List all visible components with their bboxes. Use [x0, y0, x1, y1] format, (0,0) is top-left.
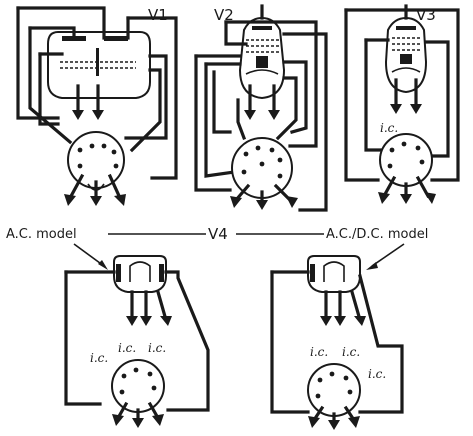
v4-acdc-ic-3: i.c.	[368, 367, 386, 381]
v1-wire-b	[16, 6, 106, 40]
v1-base	[67, 131, 125, 189]
v4-ac-wire-a	[64, 270, 102, 406]
v2-cathode	[256, 56, 268, 68]
v3-wire-b	[344, 8, 460, 182]
valve-v3: V3 i.c.	[344, 4, 460, 204]
v3-ic-note: i.c.	[380, 121, 398, 135]
v1-wire-h	[129, 68, 162, 153]
v2-heater-leads	[248, 84, 276, 114]
v4-ac-leads	[130, 290, 168, 322]
v3-base	[379, 133, 433, 187]
v4-ac-wire-b	[164, 270, 210, 412]
v4-header: A.C. model V4 A.C./D.C. model	[6, 225, 428, 270]
v3-wire-d	[424, 40, 450, 158]
v3-heater-leads	[394, 78, 418, 108]
acdc-model-label: A.C./D.C. model	[326, 227, 428, 242]
v2-wire-b	[282, 32, 328, 212]
v1-label: V1	[148, 6, 168, 24]
v4-acdc-wire-b	[358, 274, 404, 414]
v4-acdc-ic-2: i.c.	[342, 345, 360, 359]
acdc-pointer	[371, 243, 405, 267]
v2-wire-d	[204, 62, 236, 178]
v4-acdc-leads	[324, 290, 362, 322]
v3-wire-a	[344, 8, 380, 182]
v4-acdc-wire-a	[270, 270, 310, 414]
v1-anode-right	[104, 36, 128, 41]
v2-anode	[252, 26, 272, 30]
v2-wire-a	[224, 20, 318, 148]
v3-wire-c	[364, 38, 388, 152]
v1-wire-d	[28, 26, 76, 40]
ac-pointer	[73, 243, 105, 267]
v1-base-arrows	[64, 194, 126, 206]
v4-label: V4	[208, 225, 228, 243]
v2-wire-c	[194, 54, 232, 192]
ac-model-label: A.C. model	[6, 227, 77, 242]
v1-heater-leads	[76, 84, 100, 114]
v4-ac-ic-1: i.c.	[90, 351, 108, 365]
v2-label: V2	[214, 6, 234, 24]
v1-wire-a	[16, 6, 60, 120]
v1-wire-e	[38, 52, 60, 126]
v1-heater-arrows	[72, 110, 104, 120]
v4-ac-ic-3: i.c.	[148, 341, 166, 355]
v4-acdc-model: i.c. i.c. i.c.	[270, 255, 404, 430]
valve-v2: V2	[194, 4, 328, 212]
v1-screen	[96, 48, 99, 76]
v1-wire-i	[126, 16, 178, 180]
v4-ac-envelope	[113, 255, 167, 293]
v2-base	[231, 137, 293, 199]
v4-ac-ic-2: i.c.	[118, 341, 136, 355]
valve-v1: V1	[16, 6, 178, 206]
v2-wire-e	[282, 60, 308, 134]
v4-acdc-base	[307, 363, 361, 417]
v4-acdc-ic-1: i.c.	[310, 345, 328, 359]
v1-wire-c	[28, 26, 73, 145]
v4-ac-model: i.c. i.c. i.c.	[64, 255, 210, 428]
v4-ac-base	[111, 359, 165, 413]
